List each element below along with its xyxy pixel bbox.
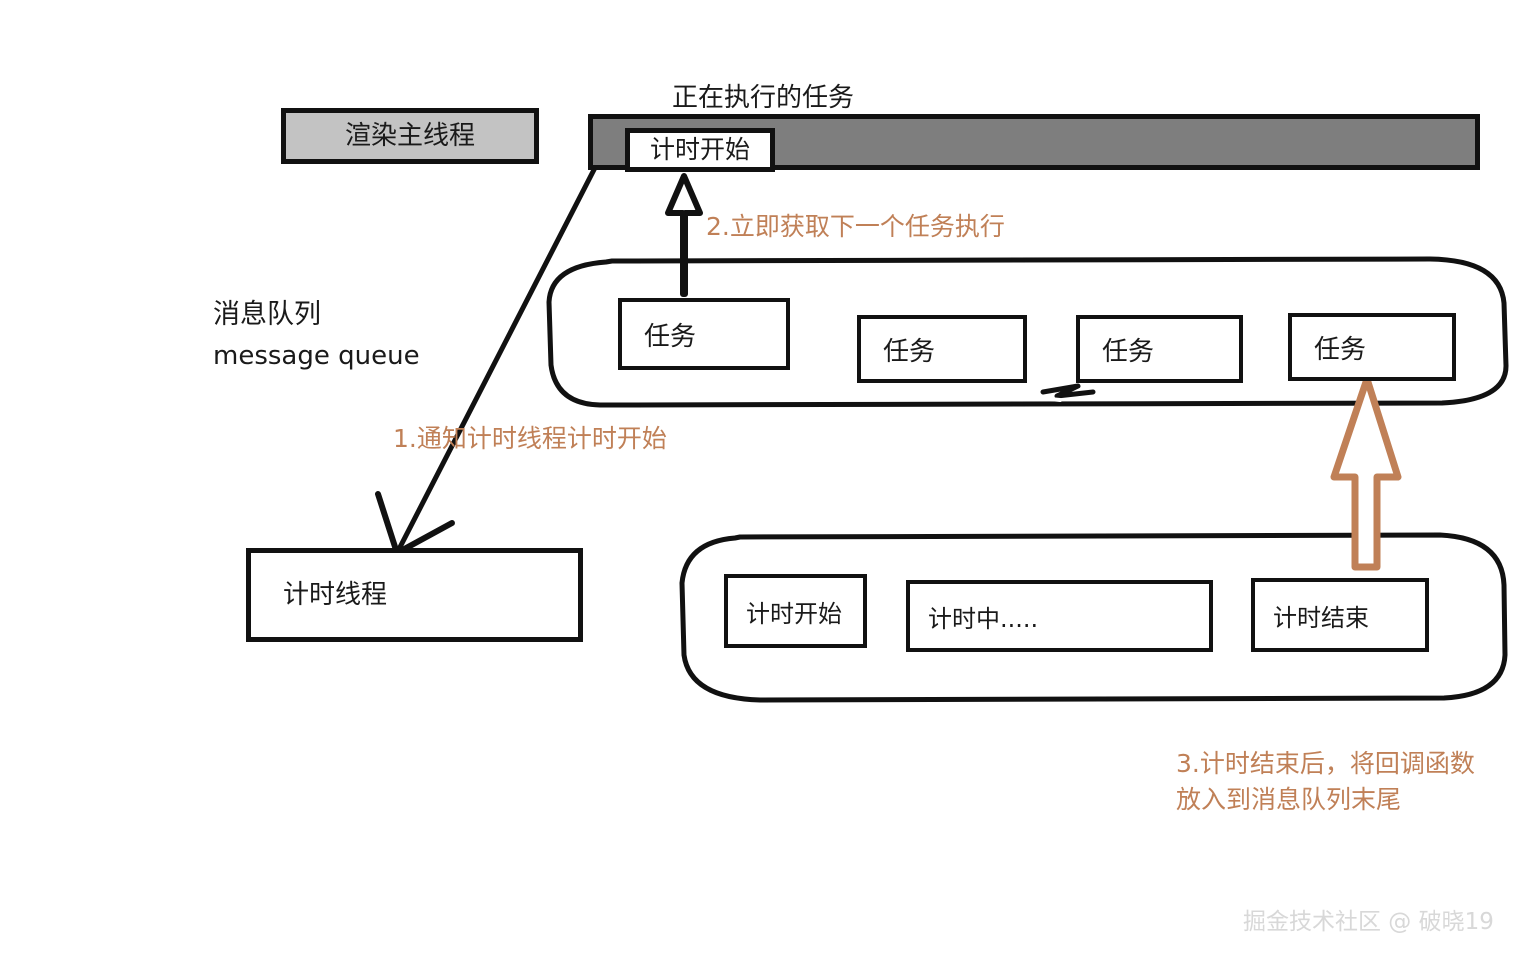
queue-task-label: 任务 bbox=[883, 336, 936, 367]
watermark: 掘金技术社区 @ 破晓19 bbox=[1243, 909, 1494, 935]
executing-timer-start-chip: 计时开始 bbox=[625, 128, 775, 172]
queue-task-label: 任务 bbox=[644, 321, 697, 352]
executing-timer-start-label: 计时开始 bbox=[649, 135, 750, 165]
timer-thread-box: 计时线程 bbox=[246, 548, 583, 642]
executing-task-caption: 正在执行的任务 bbox=[672, 84, 854, 113]
queue-task-label: 任务 bbox=[1314, 334, 1367, 365]
queue-task-box: 任务 bbox=[857, 315, 1027, 383]
message-queue-label-en: message queue bbox=[213, 340, 420, 371]
annotation-1: 1.通知计时线程计时开始 bbox=[393, 424, 667, 453]
queue-task-box: 任务 bbox=[618, 298, 790, 370]
timer-state-label: 计时中..... bbox=[928, 604, 1039, 633]
timer-thread-label: 计时线程 bbox=[283, 579, 388, 610]
queue-task-label: 任务 bbox=[1102, 336, 1155, 367]
timer-state-box: 计时中..... bbox=[906, 580, 1213, 652]
fetch-next-task-arrow bbox=[665, 173, 703, 297]
timer-state-label: 计时结束 bbox=[1273, 603, 1369, 632]
queue-task-box: 任务 bbox=[1288, 313, 1456, 381]
queue-sketch-mark-2 bbox=[1018, 394, 1062, 402]
timer-state-box: 计时开始 bbox=[724, 574, 867, 648]
callback-enqueue-arrow bbox=[1330, 375, 1402, 571]
message-queue-label: 消息队列 message queue bbox=[213, 300, 420, 370]
render-main-thread-box: 渲染主线程 bbox=[281, 108, 539, 164]
annotation-3: 3.计时结束后，将回调函数放入到消息队列末尾 bbox=[1176, 749, 1475, 815]
queue-sketch-mark bbox=[1040, 383, 1096, 399]
notify-timer-arrowhead-left bbox=[375, 491, 400, 556]
queue-task-box: 任务 bbox=[1076, 315, 1243, 383]
timer-state-label: 计时开始 bbox=[746, 599, 842, 628]
message-queue-label-cn: 消息队列 bbox=[213, 299, 321, 330]
timer-state-box: 计时结束 bbox=[1251, 578, 1429, 652]
render-main-thread-label: 渲染主线程 bbox=[344, 120, 475, 151]
annotation-2: 2.立即获取下一个任务执行 bbox=[706, 212, 1005, 241]
notify-timer-line bbox=[394, 155, 603, 556]
executing-task-caption-text: 正在执行的任务 bbox=[672, 83, 855, 113]
